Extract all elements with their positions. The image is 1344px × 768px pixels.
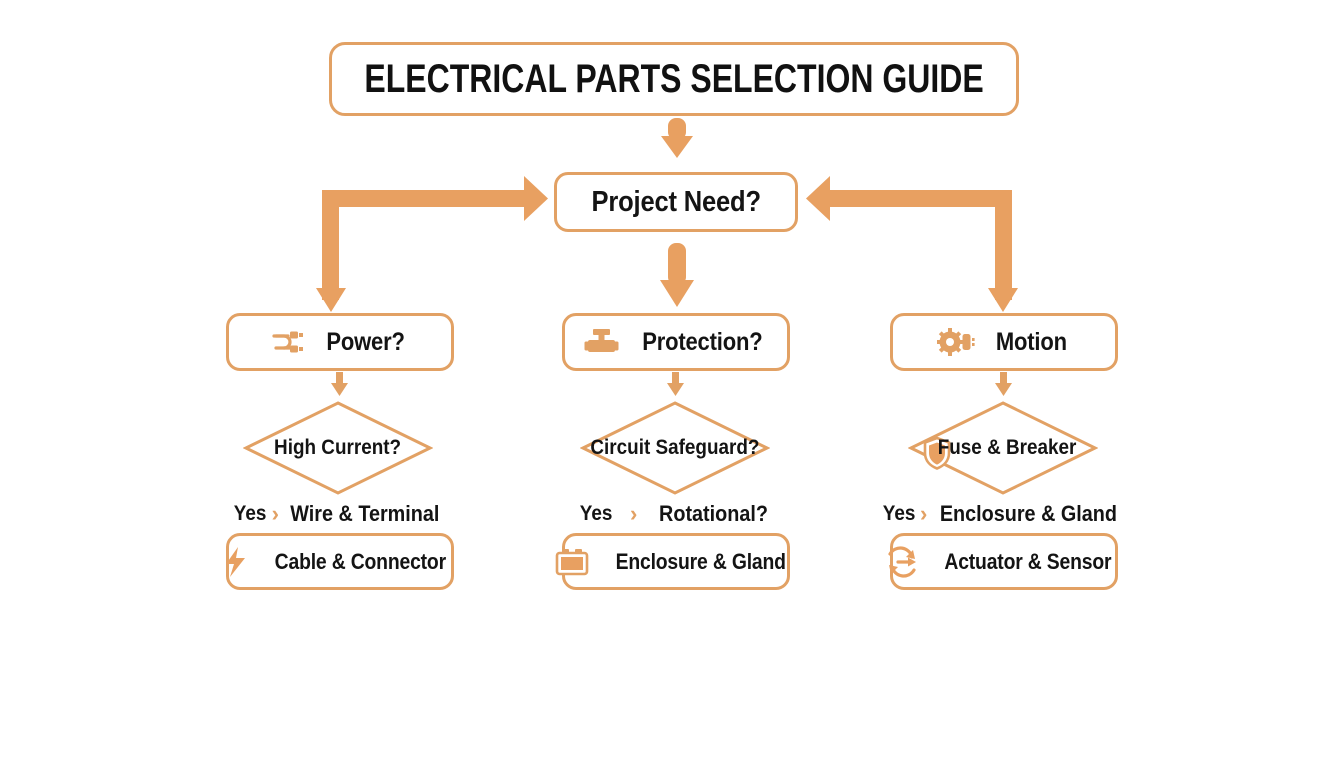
category-label: Power? <box>326 327 406 356</box>
valve-fitting-icon <box>582 327 620 357</box>
elbow-arrow-icon-left <box>316 176 548 312</box>
decision-label: Fuse & Breaker <box>937 436 1077 459</box>
arrow-down-icon-power-to-diamond <box>331 372 348 396</box>
branch-row-power: Yes › Wire & Terminal <box>226 497 454 531</box>
result-node-actuator-sensor[interactable]: Actuator & Sensor <box>888 533 1118 590</box>
decision-node-high-current[interactable]: High Current? <box>243 400 433 496</box>
branch-target-label[interactable]: Wire & Terminal <box>290 501 440 526</box>
branch-target-label[interactable]: Enclosure & Gland <box>940 501 1118 526</box>
arrow-down-icon-protection-to-diamond <box>667 372 684 396</box>
decision-label: Circuit Safeguard? <box>590 436 760 459</box>
rotation-arrows-icon <box>885 545 919 578</box>
branch-condition-label: Yes <box>579 502 613 525</box>
elbow-arrow-icon-right <box>806 176 1018 312</box>
decision-node-fuse-breaker[interactable]: Fuse & Breaker <box>908 400 1098 496</box>
branch-row-protection: Yes › Rotational? <box>562 497 790 531</box>
decision-node-circuit-safeguard[interactable]: Circuit Safeguard? <box>580 400 770 496</box>
hub-node-project-need[interactable]: Project Need? <box>554 172 798 232</box>
result-label: Enclosure & Gland <box>615 548 787 574</box>
category-label: Motion <box>995 327 1067 356</box>
arrow-down-icon-motion-to-diamond <box>995 372 1012 396</box>
diagram-title-box: ELECTRICAL PARTS SELECTION GUIDE <box>329 42 1019 116</box>
category-node-protection[interactable]: Protection? <box>562 313 790 371</box>
category-node-motion[interactable]: Motion <box>890 313 1118 371</box>
branch-row-motion: Yes › Enclosure & Gland <box>883 497 1118 531</box>
result-label: Cable & Connector <box>274 548 446 574</box>
category-label: Protection? <box>641 327 763 356</box>
lightning-bolt-icon <box>223 546 249 578</box>
chevron-right-icon: › <box>271 501 279 526</box>
diamond-shape <box>243 401 433 495</box>
enclosure-box-icon <box>554 547 590 577</box>
result-node-enclosure-gland[interactable]: Enclosure & Gland <box>555 533 790 590</box>
page-title: ELECTRICAL PARTS SELECTION GUIDE <box>364 56 984 101</box>
result-node-cable-connector[interactable]: Cable & Connector <box>223 533 454 590</box>
chevron-right-icon: › <box>629 501 638 526</box>
chevron-right-icon: › <box>920 501 928 526</box>
branch-target-label[interactable]: Rotational? <box>659 501 769 526</box>
arrow-down-icon-hub-to-protection <box>660 243 694 307</box>
diamond-shape <box>908 401 1098 495</box>
diamond-shape <box>580 401 770 495</box>
category-node-power[interactable]: Power? <box>226 313 454 371</box>
result-label: Actuator & Sensor <box>944 548 1112 574</box>
branch-condition-label: Yes <box>882 502 916 525</box>
decision-label: High Current? <box>274 436 402 459</box>
gear-motor-icon <box>936 327 977 357</box>
cable-plug-icon <box>269 327 307 357</box>
hub-label: Project Need? <box>591 185 761 218</box>
arrow-down-icon-title-to-hub <box>661 118 693 158</box>
branch-condition-label: Yes <box>234 502 267 525</box>
